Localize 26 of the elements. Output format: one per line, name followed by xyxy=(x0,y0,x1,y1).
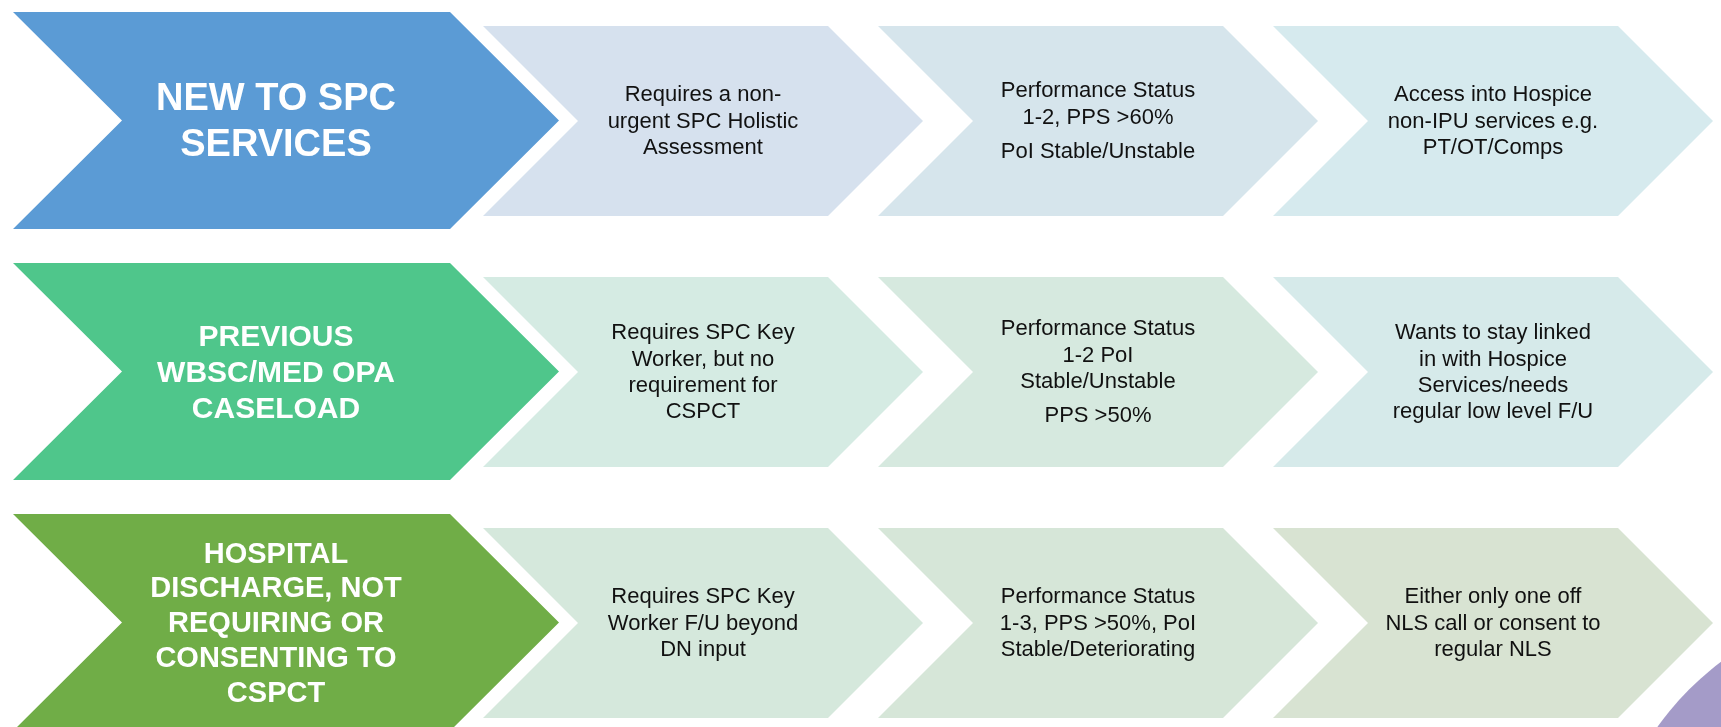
step-text: PoI Stable/Unstable xyxy=(1000,138,1196,165)
step-banner xyxy=(878,277,1318,467)
step-text: Access into Hospice non-IPU services e.g. PT/OT/Comps xyxy=(1386,81,1600,161)
category-title: HOSPITAL DISCHARGE, NOT REQUIRING OR CONSENTING TO CSPCT xyxy=(149,535,403,710)
category-banner xyxy=(13,12,559,229)
step-banner xyxy=(878,528,1318,718)
step-text: Performance Status 1-2 PoI Stable/Unstable xyxy=(999,315,1197,395)
step-text: Performance Status 1-3, PPS >50%, PoI Stable/Deteriorating xyxy=(998,583,1198,663)
step-banner xyxy=(483,528,923,718)
step-banner xyxy=(878,26,1318,216)
category-banner xyxy=(13,263,559,480)
step-banner xyxy=(483,26,923,216)
category-title: NEW TO SPC SERVICES xyxy=(155,74,397,166)
step-banner xyxy=(483,277,923,467)
step-text: Requires a non-urgent SPC Holistic Assessment xyxy=(606,81,800,161)
step-banner xyxy=(1273,528,1713,718)
step-text: Performance Status 1-2, PPS >60% xyxy=(999,77,1197,131)
category-title: PREVIOUS WBSC/MED OPA CASELOAD xyxy=(156,317,396,426)
step-text: Requires SPC Key Worker, but no requirement for CSPCT xyxy=(610,319,796,425)
step-text: Wants to stay linked in with Hospice Services/needs regular low level F/U xyxy=(1391,319,1595,425)
step-banner xyxy=(1273,277,1713,467)
step-banner xyxy=(1273,26,1713,216)
step-text: PPS >50% xyxy=(1044,402,1152,429)
category-banner xyxy=(13,514,559,727)
step-text: Requires SPC Key Worker F/U beyond DN input xyxy=(606,583,800,663)
step-text: Either only one off NLS call or consent to regular NLS xyxy=(1384,583,1602,663)
